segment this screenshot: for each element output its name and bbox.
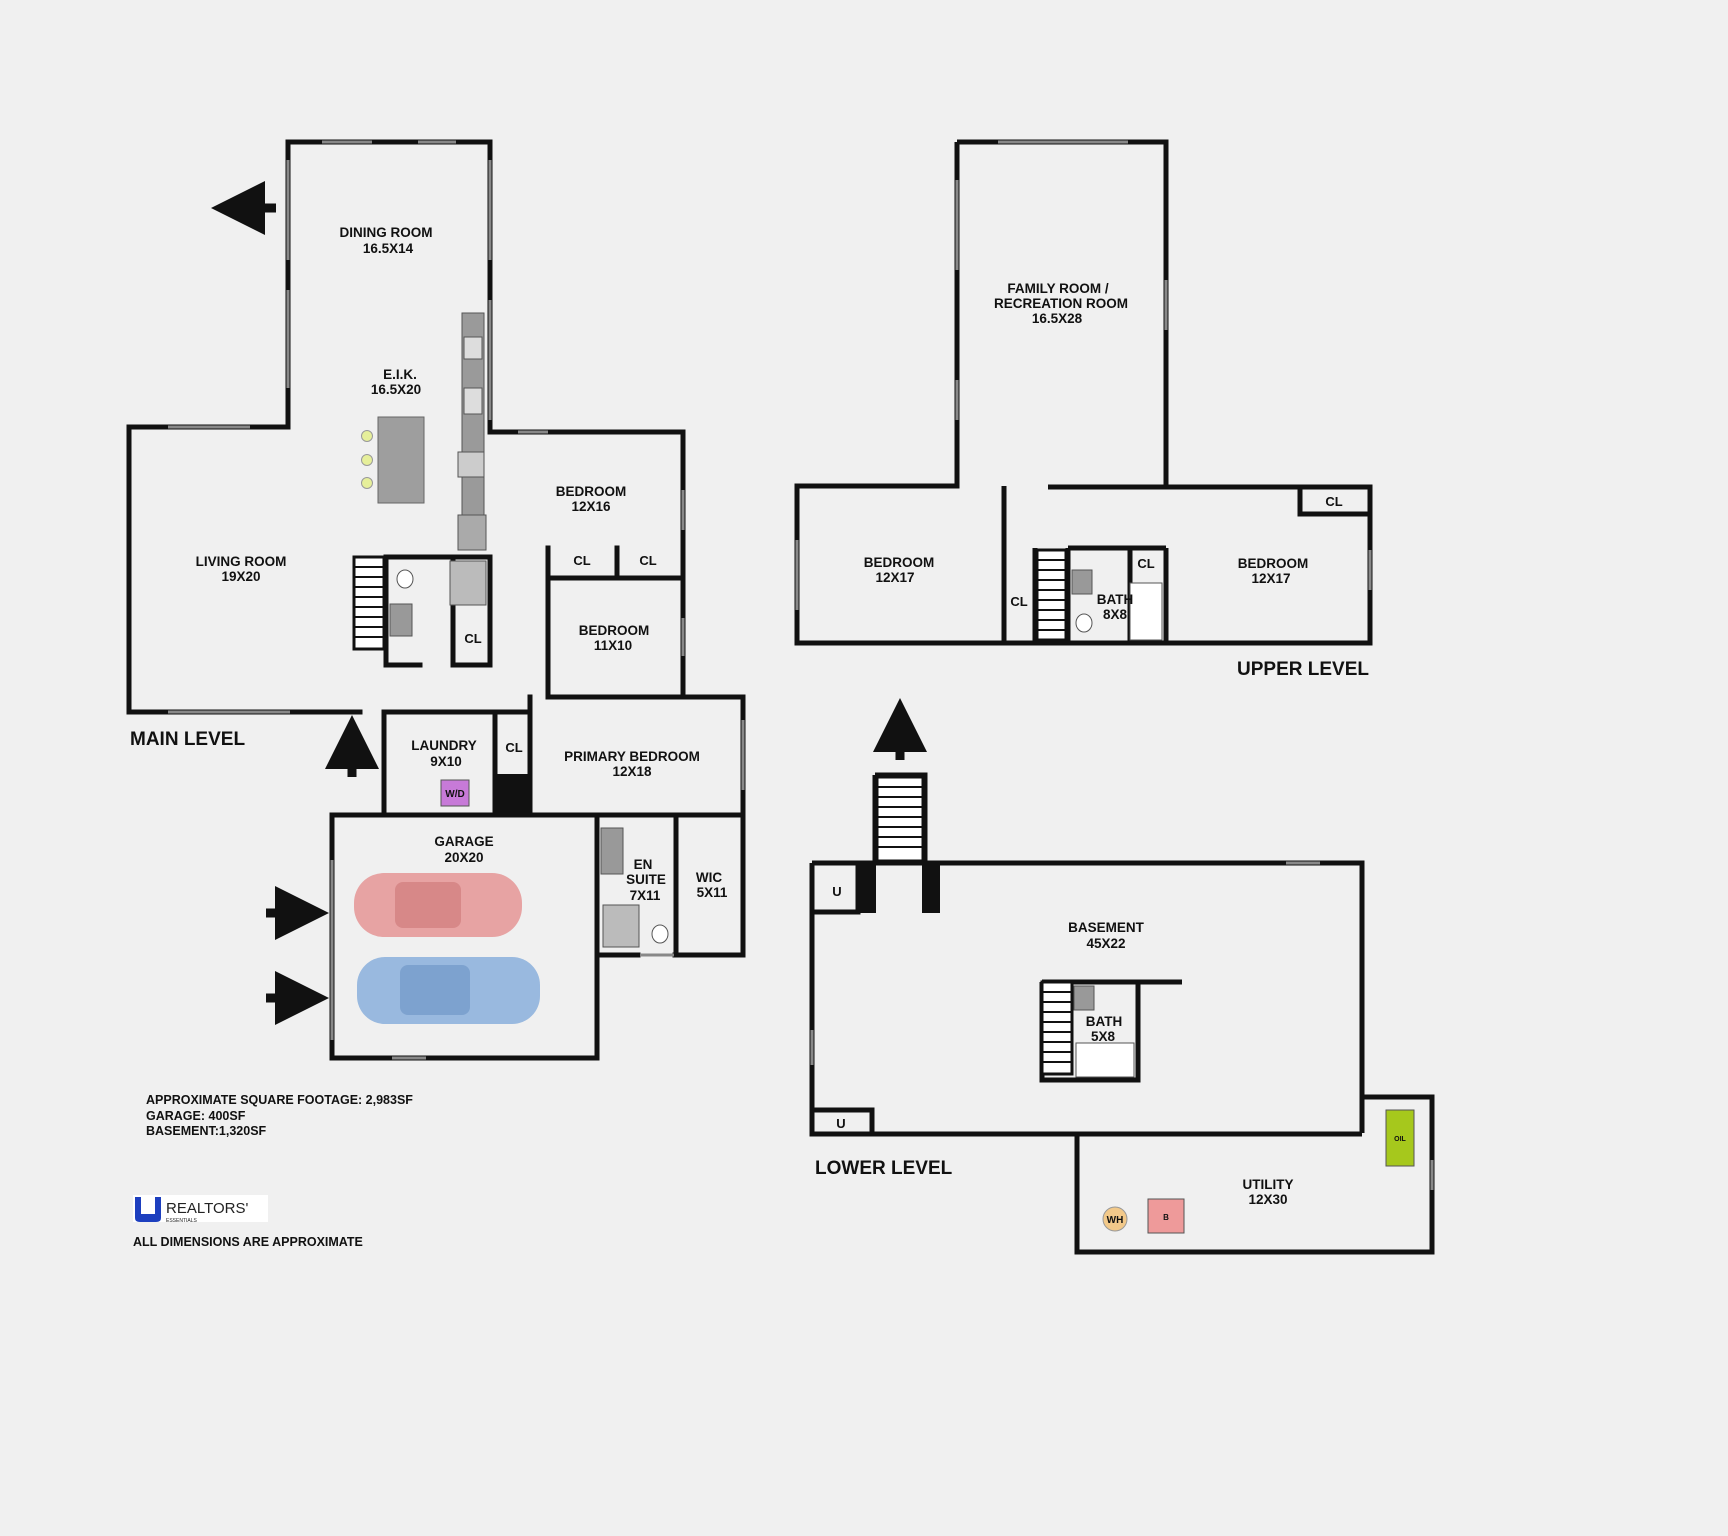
realtors-logo: REALTORS' ESSENTIALS (133, 1195, 268, 1224)
primary-bedroom-dim: 12X18 (612, 764, 652, 779)
oil-tank (1385, 1109, 1415, 1167)
family-room-label-1: FAMILY ROOM / (1007, 281, 1109, 296)
basement-label: BASEMENT (1068, 920, 1145, 935)
logo-subtext: ESSENTIALS (166, 1218, 198, 1224)
basement-dim: 45X22 (1086, 936, 1125, 951)
closet-label: CL (1325, 494, 1342, 509)
disclaimer: ALL DIMENSIONS ARE APPROXIMATE (133, 1235, 363, 1249)
boiler (1147, 1198, 1185, 1234)
upper-windows (795, 140, 1372, 610)
small-labels: CL CL CL CL CL CL CL U U W/D WH B OIL (445, 494, 1406, 1226)
family-room-dim: 16.5X28 (1032, 311, 1083, 326)
closet-label: CL (573, 553, 590, 568)
garage-footage: GARAGE: 400SF (146, 1109, 246, 1123)
main-bath-fixtures (389, 560, 487, 637)
lower-wall-block-right (922, 865, 940, 913)
primary-bedroom-label: PRIMARY BEDROOM (564, 749, 700, 764)
lower-bath-fixtures (1073, 985, 1135, 1078)
main-stairs (352, 555, 386, 651)
main-level-title: MAIN LEVEL (130, 729, 245, 750)
living-room-label: LIVING ROOM (196, 554, 287, 569)
eik-label: E.I.K. (383, 367, 417, 382)
ensuite-dim: 7X11 (630, 888, 661, 903)
lower-stairs (875, 775, 1074, 1076)
washer-dryer-label: W/D (445, 789, 464, 800)
utility-dim: 12X30 (1248, 1192, 1287, 1207)
unit-label: U (832, 884, 841, 899)
entry-arrows (211, 181, 927, 1025)
lower-level-title: LOWER LEVEL (815, 1158, 953, 1179)
lower-wall-block-left (858, 865, 876, 913)
upper-bedroom-right-label: BEDROOM (1238, 556, 1309, 571)
lower-bath-label: BATH (1086, 1014, 1123, 1029)
unit-label: U (836, 1116, 845, 1131)
upper-bath-fixtures (1071, 569, 1163, 641)
room-labels: DINING ROOM 16.5X14 E.I.K. 16.5X20 LIVIN… (196, 225, 1309, 1207)
water-heater (1102, 1206, 1128, 1232)
car-blue (357, 957, 540, 1024)
wic-label: WIC (696, 870, 722, 885)
car-red (354, 873, 522, 937)
closet-label: CL (1137, 556, 1154, 571)
closet-label: CL (505, 740, 522, 755)
water-heater-label: WH (1107, 1215, 1124, 1226)
dining-room-label: DINING ROOM (340, 225, 433, 240)
main-windows (168, 140, 745, 1060)
lower-bath-dim: 5X8 (1091, 1029, 1116, 1044)
bedroom-11x10-dim: 11X10 (594, 638, 632, 653)
lower-level (809, 772, 1435, 1255)
family-room-label-2: RECREATION ROOM (994, 296, 1128, 311)
basement-footage: BASEMENT:1,320SF (146, 1124, 267, 1138)
bedroom-12x16-dim: 12X16 (571, 499, 611, 514)
ensuite-label-1: EN (634, 857, 653, 872)
washer-dryer (440, 779, 470, 807)
closet-label: CL (1010, 594, 1027, 609)
logo-text: REALTORS' (166, 1200, 248, 1217)
bedroom-11x10-label: BEDROOM (579, 623, 650, 638)
upper-bath-dim: 8X8 (1103, 607, 1128, 622)
upper-bedroom-right-dim: 12X17 (1251, 571, 1290, 586)
upper-bath-label: BATH (1097, 592, 1134, 607)
wic-dim: 5X11 (697, 885, 728, 900)
upper-bedroom-left-dim: 12X17 (875, 570, 914, 585)
upper-stairs (1035, 548, 1068, 642)
garage-label: GARAGE (434, 834, 493, 849)
oil-tank-label: OIL (1394, 1136, 1406, 1143)
boiler-label: B (1163, 1213, 1169, 1222)
chimney (496, 774, 528, 814)
closet-label: CL (464, 631, 481, 646)
eik-dim: 16.5X20 (371, 382, 421, 397)
utility-label: UTILITY (1243, 1177, 1294, 1192)
closet-label: CL (639, 553, 656, 568)
laundry-label: LAUNDRY (411, 738, 477, 753)
ensuite-label-2: SUITE (626, 872, 666, 887)
dining-room-dim: 16.5X14 (363, 241, 414, 256)
garage-dim: 20X20 (444, 850, 483, 865)
kitchen-counter (361, 312, 487, 551)
living-room-dim: 19X20 (221, 569, 260, 584)
ensuite-fixtures (600, 827, 669, 948)
upper-level-title: UPPER LEVEL (1237, 659, 1369, 680)
lower-windows (810, 861, 1434, 1190)
upper-bedroom-left-label: BEDROOM (864, 555, 935, 570)
bedroom-12x16-label: BEDROOM (556, 484, 627, 499)
square-footage: APPROXIMATE SQUARE FOOTAGE: 2,983SF (146, 1093, 413, 1107)
laundry-dim: 9X10 (430, 754, 462, 769)
